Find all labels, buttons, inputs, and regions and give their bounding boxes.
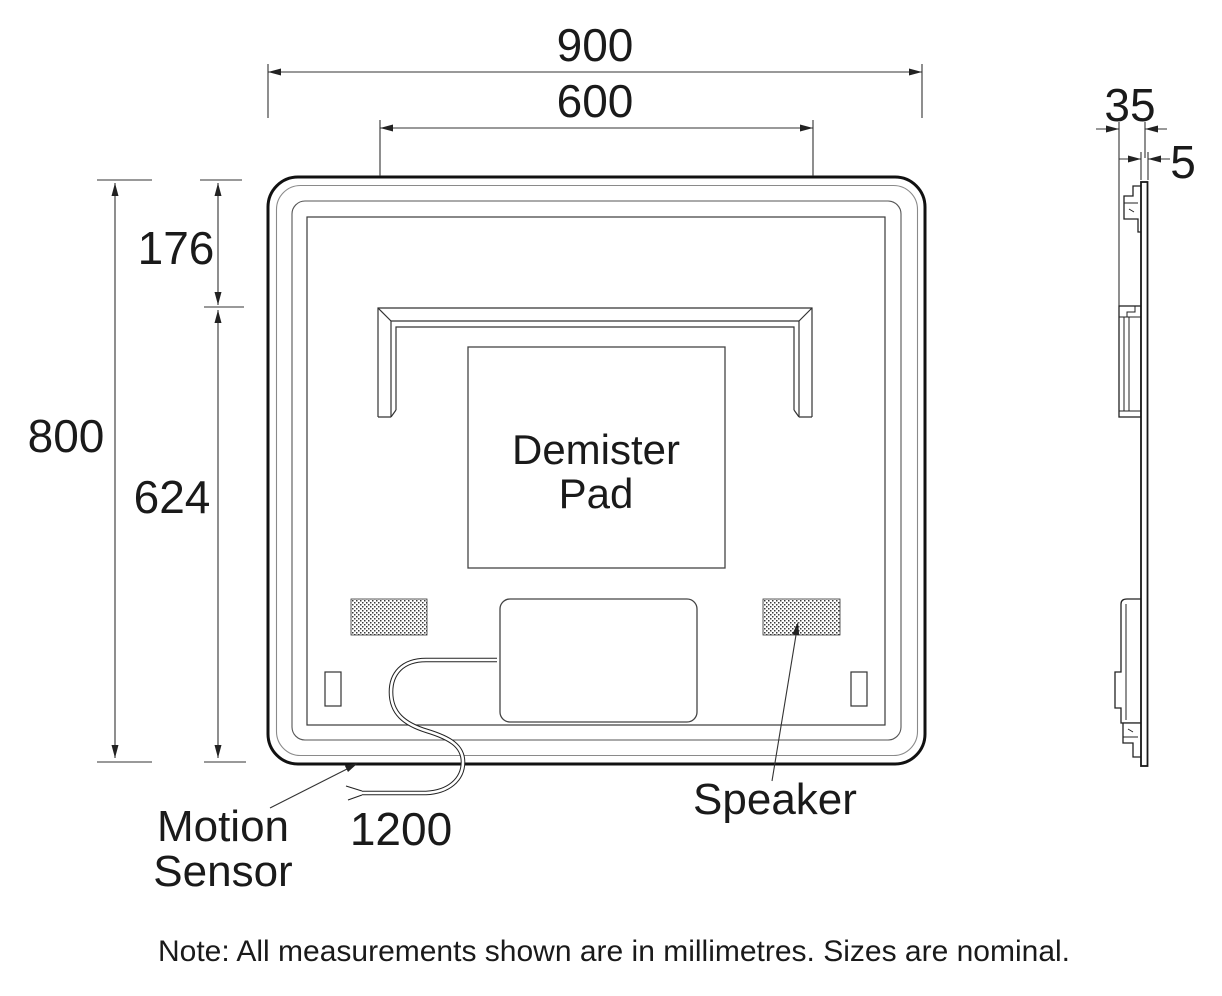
dim-led-channel-width: 600 [557, 75, 634, 127]
demister-pad [467, 346, 726, 569]
power-cable [345, 657, 497, 801]
side-top-bracket [1123, 185, 1141, 233]
motion-sensor-label-line2: Sensor [153, 847, 292, 896]
mirror-frame-line-2 [275, 184, 919, 757]
dim-176-lines [200, 179, 244, 308]
mirror-inner-edge [306, 216, 886, 726]
side-glass-panel [1140, 181, 1149, 767]
measurement-note: Note: All measurements shown are in mill… [158, 935, 1070, 968]
dim-top-to-channel: 176 [138, 222, 215, 274]
dim-600-lines [379, 120, 814, 176]
dim-900-lines [267, 64, 923, 118]
dimension-arrowheads [111, 68, 1161, 773]
motion-sensor-label-line1: Motion [157, 802, 289, 851]
mirror-frame-line-3 [291, 200, 902, 741]
side-driver-box [1114, 598, 1141, 724]
control-box [499, 598, 698, 723]
cable-end-fork [345, 785, 363, 801]
demister-pad-label-line1: Demister [512, 426, 680, 473]
front-view: Demister Pad [266, 175, 927, 801]
led-channel [377, 307, 813, 418]
speaker-leader [771, 634, 797, 782]
dim-cable-length: 1200 [350, 803, 452, 855]
dim-channel-to-bottom: 624 [134, 471, 211, 523]
dim-overall-height: 800 [28, 410, 105, 462]
side-bottom-bracket [1122, 722, 1141, 758]
demister-pad-label-line2: Pad [559, 470, 634, 517]
motion-sensor-leader [269, 767, 350, 809]
speaker-grille-left [350, 598, 428, 636]
side-view [1114, 181, 1149, 767]
dim-glass-thickness: 5 [1170, 136, 1196, 188]
dim-depth: 35 [1104, 79, 1155, 131]
dim-624-lines [204, 310, 246, 763]
dim-800-lines [97, 179, 152, 763]
small-cutout-left [324, 671, 342, 707]
speaker-label: Speaker [693, 775, 857, 824]
small-cutout-right [850, 671, 868, 707]
dim-overall-width: 900 [557, 19, 634, 71]
speaker-grille-right [762, 598, 841, 636]
side-mounting-rail [1118, 305, 1142, 418]
